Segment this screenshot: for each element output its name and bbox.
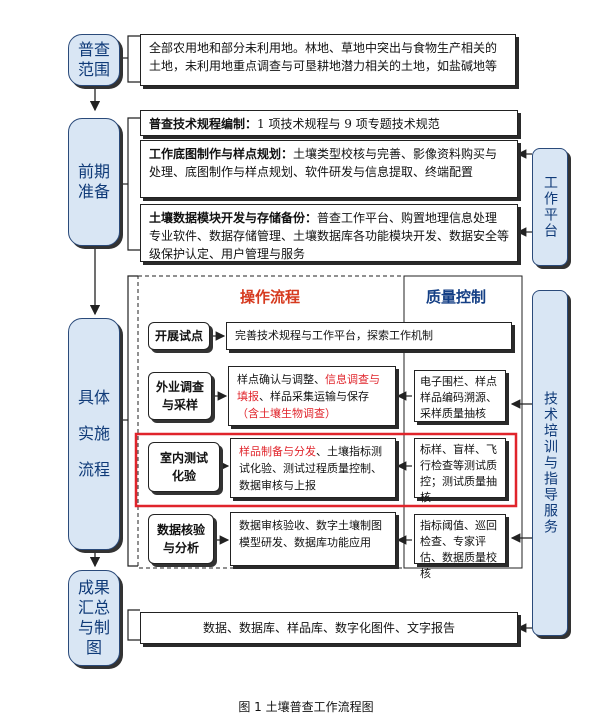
ops-lab-label: 室内测试化验 — [159, 451, 208, 483]
work-platform: 工作平台 — [532, 148, 568, 266]
prep-rules-text: 1 项技术规程与 9 项专题技术规范 — [257, 117, 440, 131]
phase-summary-label: 成果 汇总 与制 图 — [77, 578, 110, 657]
ops-lab: 室内测试化验 — [148, 442, 220, 492]
training-label: 技术培训与指导服务 — [542, 391, 558, 535]
phase-scope-label: 普查 范围 — [77, 40, 110, 79]
ops-data-text-box: 数据审核验收、数字土壤制图模型研发、数据库功能应用 — [230, 512, 396, 566]
ops-field-label: 外业调查与采样 — [155, 380, 204, 412]
prep-database-text: 普查工作平台、购置地理信息处理专业软件、数据存储管理、土壤数据库各功能模块开发、… — [149, 211, 510, 261]
qc-data-text: 指标阈值、巡回检查、专家评估、数据质量校核 — [420, 519, 497, 580]
ops-data-text: 数据审核验收、数字土壤制图模型研发、数据库功能应用 — [239, 519, 382, 549]
prep-item-rules: 普查技术规程编制：1 项技术规程与 9 项专题技术规范 — [140, 110, 518, 136]
scope-text: 全部农用地和部分未利用地。林地、草地中突出与食物生产相关的土地，未利用地重点调查… — [149, 41, 498, 73]
ops-pilot: 开展试点 — [148, 322, 210, 350]
qc-header: 质量控制 — [426, 288, 487, 306]
phase-summary: 成果 汇总 与制 图 — [68, 570, 120, 666]
ops-field-text-red1: 信息调查与填报 — [237, 373, 380, 403]
qc-lab-box: 标样、盲样、飞行检查等测试质控；测试质量抽核 — [414, 438, 506, 504]
phase-scope: 普查 范围 — [68, 34, 120, 86]
qc-lab-text: 标样、盲样、飞行检查等测试质控；测试质量抽核 — [420, 443, 497, 504]
summary-text: 数据、数据库、样品库、数字化图件、文字报告 — [202, 621, 455, 635]
prep-database-title: 土壤数据模块开发与存储备份： — [149, 211, 318, 225]
prep-rules-title: 普查技术规程编制： — [149, 117, 258, 131]
ops-field-text-red2: （含土壤生物调查） — [237, 407, 336, 420]
ops-lab-text-b: 、土壤指标测试化验、测试过程质量控制、数据审核与上报 — [239, 445, 382, 492]
ops-pilot-text-box: 完善技术规程与工作平台，探索工作机制 — [226, 322, 512, 350]
prep-basemap-title: 工作底图制作与样点规划： — [149, 147, 294, 161]
phase-prep-label: 前期 准备 — [77, 162, 110, 201]
phase-impl-label: 具体 实施 流程 — [77, 388, 110, 479]
ops-pilot-label: 开展试点 — [154, 329, 203, 343]
ops-lab-text-red: 样品制备与分发 — [239, 445, 316, 458]
ops-data: 数据核验与分析 — [148, 514, 214, 564]
ops-data-label: 数据核验与分析 — [156, 523, 205, 555]
figure-caption: 图 1 土壤普查工作流程图 — [238, 700, 374, 714]
prep-item-basemap: 工作底图制作与样点规划：土壤类型校核与完善、影像资料购买与处理、底图制作与样点规… — [140, 140, 518, 198]
ops-field-text-b: 、样品采集运输与保存 — [259, 390, 369, 403]
prep-basemap-text: 土壤类型校核与完善、影像资料购买与处理、底图制作与样点规划、软件研发与信息提取、… — [149, 147, 498, 179]
ops-field-text-a: 样点确认与调整、 — [237, 373, 325, 386]
ops-pilot-text: 完善技术规程与工作平台，探索工作机制 — [235, 329, 433, 342]
ops-header: 操作流程 — [240, 288, 301, 306]
qc-data-box: 指标阈值、巡回检查、专家评估、数据质量校核 — [414, 514, 506, 580]
qc-field-text: 电子围栏、样点样品编码溯源、采样质量抽核 — [420, 375, 497, 420]
prep-item-database: 土壤数据模块开发与存储备份：普查工作平台、购置地理信息处理专业软件、数据存储管理… — [140, 204, 518, 262]
ops-field: 外业调查与采样 — [148, 372, 212, 420]
work-platform-label: 工作平台 — [542, 175, 558, 239]
qc-field-box: 电子围栏、样点样品编码溯源、采样质量抽核 — [414, 370, 506, 422]
training-support: 技术培训与指导服务 — [532, 290, 568, 636]
phase-impl: 具体 实施 流程 — [68, 318, 120, 550]
phase-prep: 前期 准备 — [68, 118, 120, 246]
summary-box: 数据、数据库、样品库、数字化图件、文字报告 — [140, 612, 518, 644]
ops-lab-text-box: 样品制备与分发、土壤指标测试化验、测试过程质量控制、数据审核与上报 — [230, 438, 396, 498]
scope-box: 全部农用地和部分未利用地。林地、草地中突出与食物生产相关的土地，未利用地重点调查… — [140, 34, 516, 86]
ops-field-text-box: 样点确认与调整、信息调查与填报、样品采集运输与保存 （含土壤生物调查） — [228, 366, 396, 426]
